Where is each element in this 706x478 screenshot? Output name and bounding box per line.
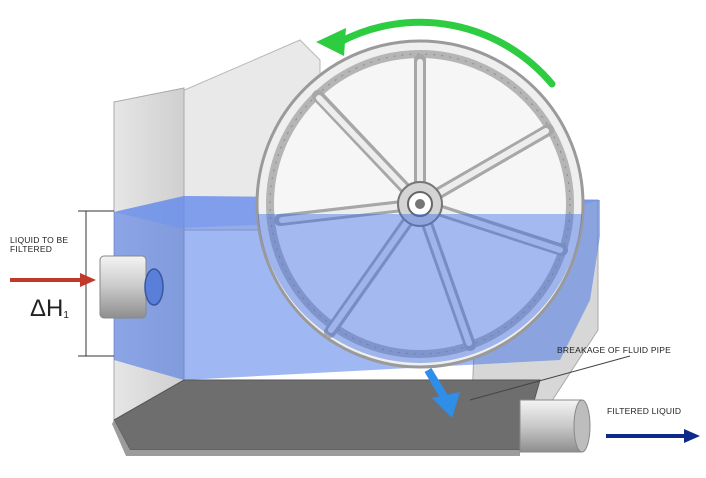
delta-h-label: ΔH1 <box>30 296 69 322</box>
inlet-pipe <box>99 255 147 319</box>
delta-h-symbol: ΔH <box>30 295 64 322</box>
breakage-leader-line <box>469 355 631 401</box>
outlet-pipe-end <box>573 399 591 453</box>
tank-floor <box>113 379 541 451</box>
rotation-arrow-head <box>316 28 346 56</box>
submerged-drum-section <box>258 214 582 363</box>
leak-arrow <box>424 367 460 418</box>
breakage-label: BREAKAGE OF FLUID PIPE <box>557 345 671 355</box>
inlet-opening <box>144 268 164 306</box>
tank-floor-edge <box>112 420 520 456</box>
inlet-arrow <box>10 273 96 287</box>
delta-h-subscript: 1 <box>63 310 69 321</box>
rotary-drum <box>255 39 585 369</box>
filtered-liquid-label: FILTERED LIQUID <box>607 406 682 416</box>
outlet-pipe <box>519 399 583 453</box>
outlet-arrow <box>606 429 700 443</box>
rotation-arrow <box>336 18 556 88</box>
liquid-inlet-label: LIQUID TO BE FILTERED <box>10 235 69 254</box>
